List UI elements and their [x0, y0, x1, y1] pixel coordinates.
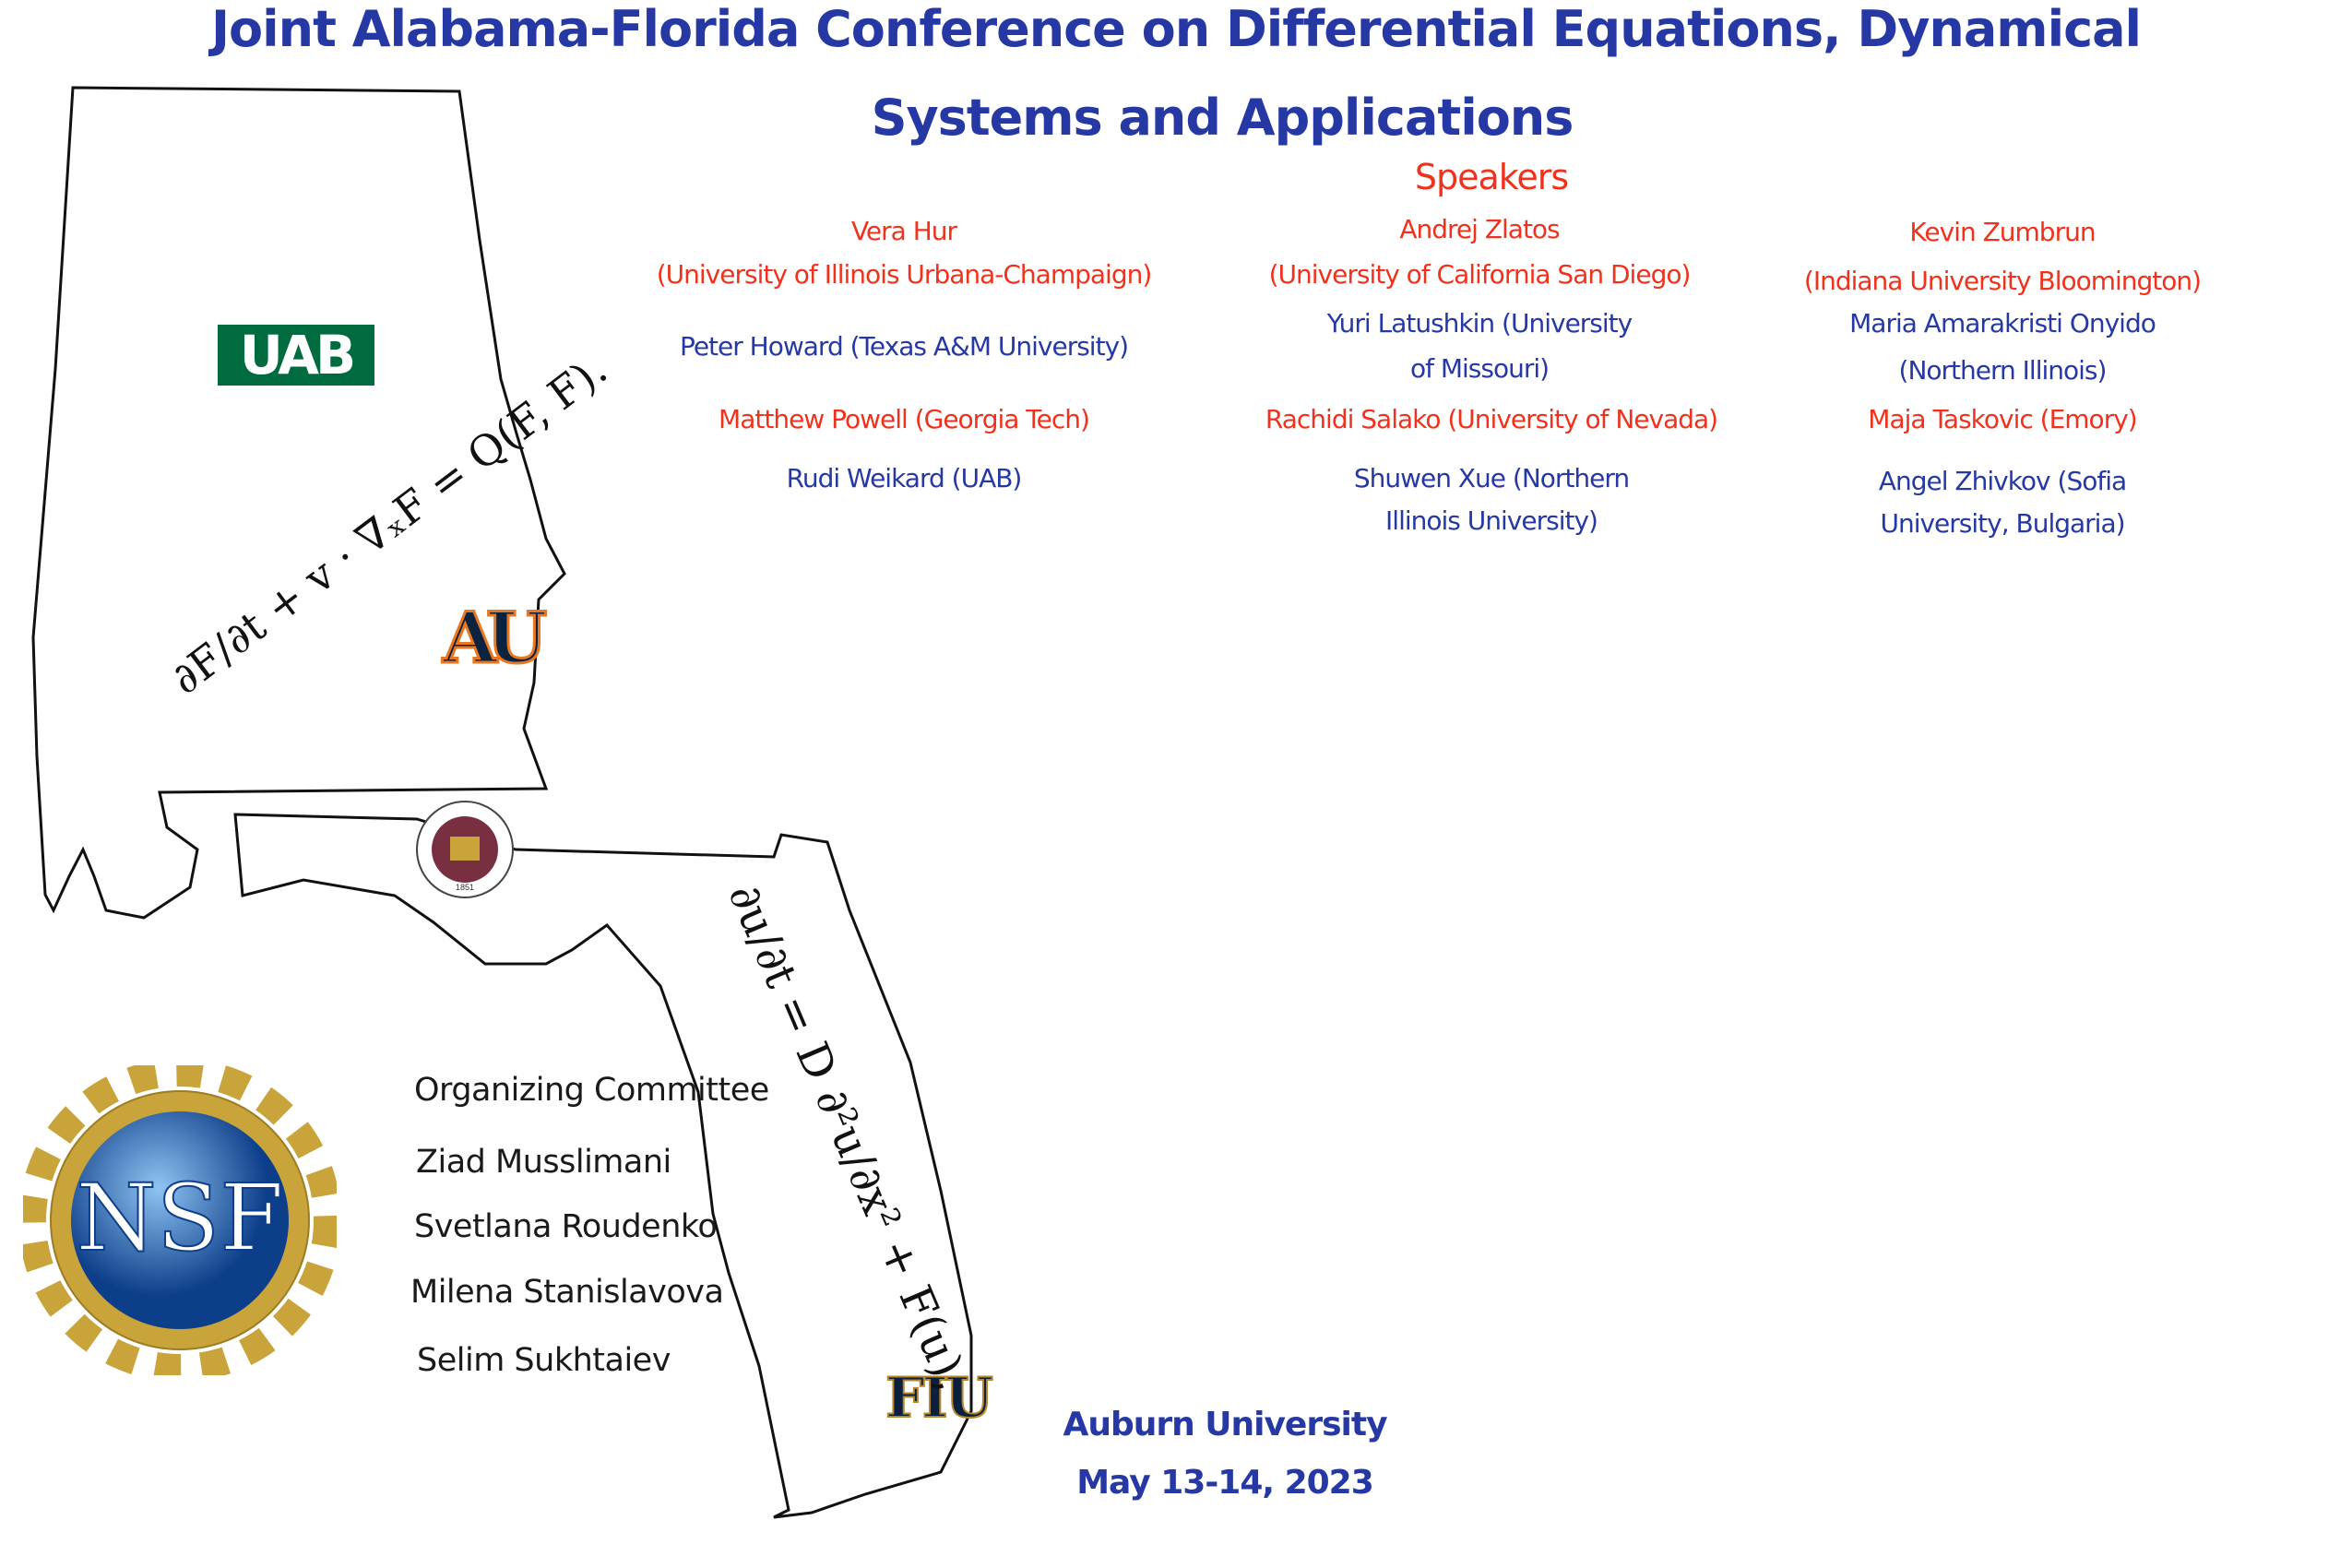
- speakers-heading: Speakers: [1414, 157, 1569, 197]
- speaker-name: Shuwen Xue (Northern: [1353, 463, 1630, 493]
- auburn-au-logo: AU: [441, 597, 548, 679]
- speaker-affiliation: (Northern Illinois): [1898, 355, 2108, 386]
- speaker-affiliation: (Indiana University Bloomington): [1803, 266, 2202, 296]
- svg-text:1851: 1851: [456, 883, 474, 892]
- florida-outline: [233, 813, 973, 1519]
- speaker-affiliation: University, Bulgaria): [1880, 508, 2125, 539]
- au-logo-text: AU: [441, 597, 548, 679]
- committee-member: Selim Sukhtaiev: [417, 1342, 671, 1379]
- committee-member: Ziad Musslimani: [416, 1144, 671, 1181]
- speaker-name: Angel Zhivkov (Sofia: [1878, 466, 2127, 496]
- speaker-name: Rudi Weikard (UAB): [786, 463, 1023, 493]
- uab-logo: UAB: [218, 325, 374, 386]
- speaker-name: Rachidi Salako (University of Nevada): [1265, 404, 1718, 434]
- fiu-logo-text: FIU: [885, 1366, 994, 1431]
- speaker-name: Maria Amarakristi Onyido: [1849, 308, 2156, 339]
- fsu-seal-logo: 1851: [416, 801, 514, 898]
- speaker-affiliation: (University of California San Diego): [1268, 259, 1692, 290]
- venue-place: Auburn University: [1063, 1406, 1387, 1443]
- speaker-affiliation: (University of Illinois Urbana-Champaign…: [656, 259, 1153, 290]
- fiu-logo: FIU: [885, 1366, 994, 1431]
- speaker-name: Andrej Zlatos: [1399, 214, 1560, 244]
- uab-logo-text: UAB: [239, 324, 356, 386]
- nsf-logo: NSF: [23, 1065, 337, 1375]
- venue-dates: May 13-14, 2023: [1076, 1464, 1374, 1502]
- speaker-name: Yuri Latushkin (University: [1326, 308, 1633, 339]
- speaker-name: Peter Howard (Texas A&M University): [679, 331, 1129, 362]
- committee-member: Svetlana Roudenko: [414, 1208, 718, 1245]
- speaker-name: Matthew Powell (Georgia Tech): [719, 404, 1090, 434]
- speaker-affiliation: of Missouri): [1409, 353, 1550, 384]
- speaker-name: Maja Taskovic (Emory): [1868, 404, 2137, 434]
- speaker-affiliation: Illinois University): [1385, 505, 1598, 536]
- nsf-logo-text: NSF: [76, 1164, 283, 1272]
- conference-title-line2: Systems and Applications: [871, 89, 1574, 147]
- speaker-name: Kevin Zumbrun: [1909, 217, 2096, 247]
- committee-member: Milena Stanislavova: [410, 1274, 724, 1311]
- speaker-name: Vera Hur: [850, 216, 957, 246]
- committee-heading: Organizing Committee: [414, 1072, 769, 1109]
- conference-title-line1: Joint Alabama-Florida Conference on Diff…: [210, 0, 2142, 58]
- alabama-outline: [31, 86, 566, 920]
